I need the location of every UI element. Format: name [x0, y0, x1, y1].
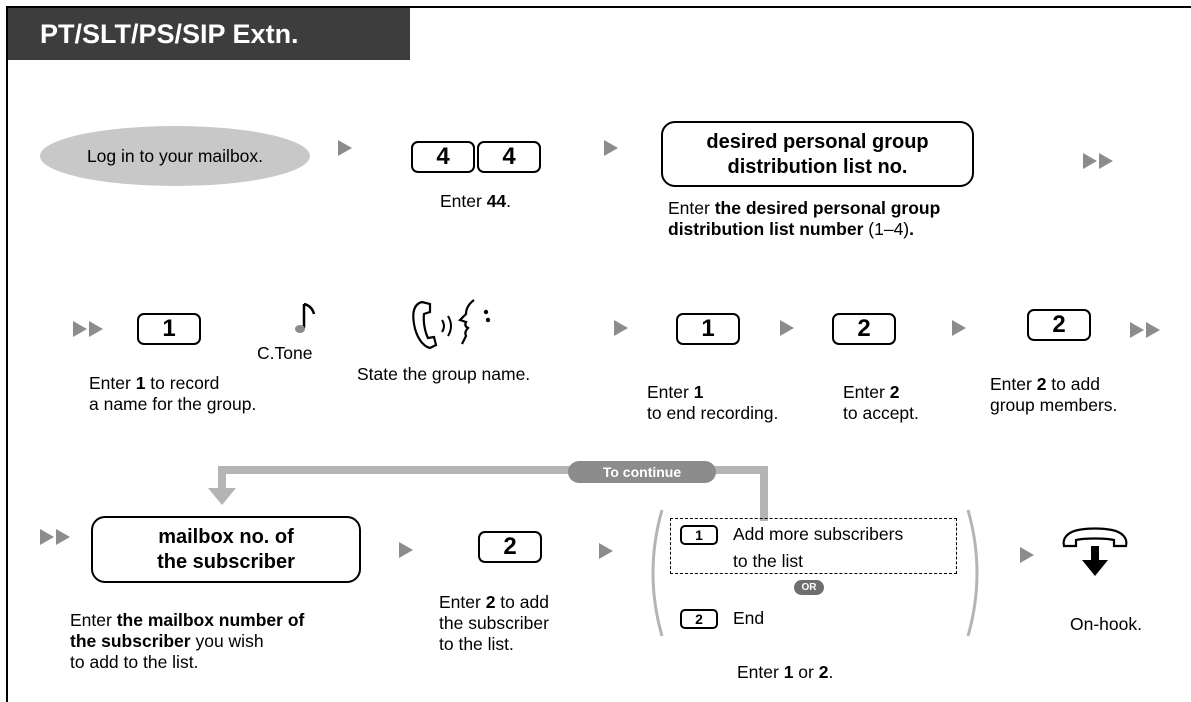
login-step: Log in to your mailbox. — [40, 126, 310, 186]
double-arrow-icon — [1099, 153, 1113, 169]
speaking-handset-icon — [412, 299, 491, 350]
list-box-line: distribution list no. — [727, 156, 908, 178]
option-1-dashed-box — [670, 518, 957, 574]
group-list-number-box: desired personal group distribution list… — [661, 121, 974, 187]
double-arrow-icon — [1083, 153, 1097, 169]
key-1: 1 — [680, 525, 718, 545]
choose-desc: Enter 1 or 2. — [737, 662, 834, 682]
arrow-icon — [599, 543, 613, 559]
add-subscriber-desc: Enter 2 to add — [439, 592, 549, 612]
to-continue-label: To continue — [568, 461, 716, 483]
double-arrow-icon — [1146, 322, 1160, 338]
add-subscriber-desc: to the list. — [439, 634, 514, 654]
double-arrow-icon — [56, 529, 70, 545]
arrow-icon — [952, 320, 966, 336]
ctone-label: C.Tone — [257, 343, 313, 363]
enter-44-desc: Enter 44. — [440, 191, 512, 211]
option-1-label: to the list — [733, 551, 804, 571]
mailbox-number-desc: Enter the mailbox number of — [70, 610, 305, 630]
options-bracket — [651, 509, 979, 637]
mailbox-box-line: mailbox no. of — [158, 526, 294, 548]
key-2: 2 — [832, 313, 896, 345]
arrow-icon — [338, 140, 352, 156]
arrow-icon — [780, 320, 794, 336]
mailbox-number-desc: the subscriber you wish — [70, 631, 264, 651]
accept-desc: Enter 2 — [843, 382, 900, 402]
key-4: 4 — [477, 141, 541, 173]
add-subscriber-desc: the subscriber — [439, 613, 549, 633]
option-1-label: Add more subscribers — [733, 524, 904, 544]
on-hook-icon — [1062, 527, 1128, 576]
end-recording-desc: Enter 1 — [647, 382, 704, 402]
or-badge: OR — [794, 580, 824, 595]
key-2: 2 — [680, 609, 718, 629]
list-number-desc: Enter the desired personal group — [668, 198, 941, 218]
page-title: PT/SLT/PS/SIP Extn. — [8, 8, 410, 60]
option-2-label: End — [733, 608, 765, 628]
double-arrow-icon — [1130, 322, 1144, 338]
arrow-icon — [399, 542, 413, 558]
diagram-frame — [6, 6, 1191, 702]
double-arrow-icon — [40, 529, 54, 545]
key-1: 1 — [676, 313, 740, 345]
mailbox-number-desc: to add to the list. — [70, 652, 199, 672]
accept-desc: to accept. — [843, 403, 919, 423]
key-2: 2 — [1027, 309, 1091, 341]
list-box-line: desired personal group — [706, 131, 929, 153]
state-group-name: State the group name. — [357, 364, 531, 384]
on-hook-label: On-hook. — [1070, 614, 1142, 634]
double-arrow-icon — [89, 321, 103, 337]
end-recording-desc: to end recording. — [647, 403, 779, 423]
double-arrow-icon — [73, 321, 87, 337]
arrow-icon — [614, 320, 628, 336]
add-members-desc: group members. — [990, 395, 1118, 415]
list-number-desc: distribution list number (1–4). — [668, 219, 915, 239]
record-desc: Enter 1 to record — [89, 373, 220, 393]
key-1: 1 — [137, 313, 201, 345]
music-note-icon — [295, 302, 316, 333]
record-desc: a name for the group. — [89, 394, 257, 414]
add-members-desc: Enter 2 to add — [990, 374, 1100, 394]
continue-loop-connector — [208, 466, 768, 521]
key-4: 4 — [411, 141, 475, 173]
login-label: Log in to your mailbox. — [86, 146, 264, 166]
key-2: 2 — [478, 531, 542, 563]
arrow-icon — [1020, 547, 1034, 563]
arrow-icon — [604, 140, 618, 156]
mailbox-number-box: mailbox no. of the subscriber — [91, 516, 361, 583]
mailbox-box-line: the subscriber — [157, 551, 295, 573]
